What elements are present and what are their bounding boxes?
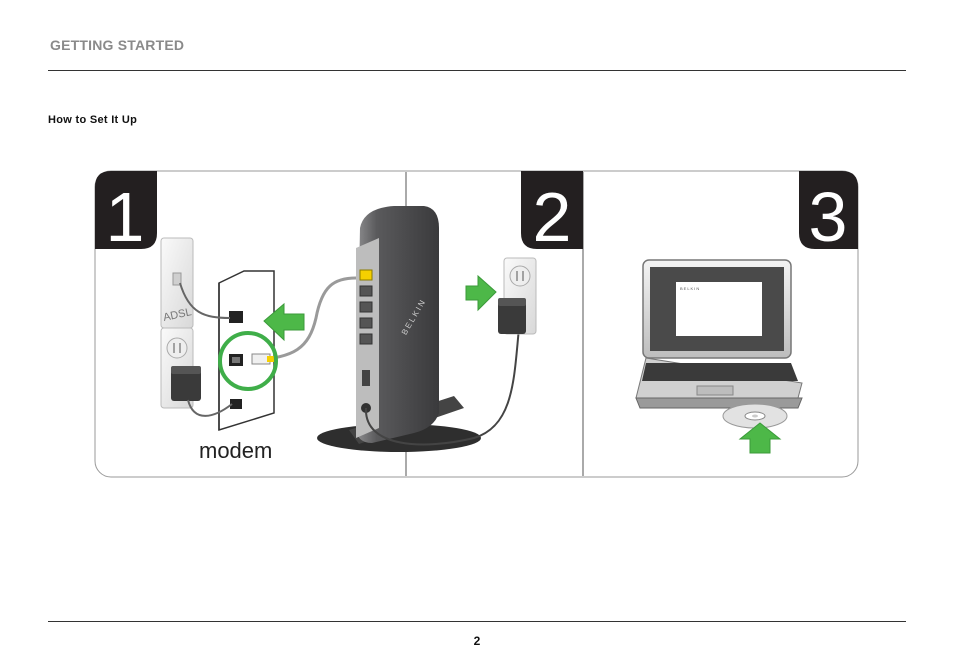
ethernet-cable [253,276,357,362]
step-number-2: 2 [533,178,572,256]
power-adapter-1 [171,366,201,401]
arrow-up-icon [738,422,782,454]
section-title: GETTING STARTED [50,37,185,53]
arrow-left-icon [263,302,305,342]
highlight-ring [218,331,278,391]
ethernet-plug [251,353,275,365]
step-number-3: 3 [809,178,848,256]
modem-device [218,270,275,432]
modem-label: modem [199,438,272,463]
adsl-wall-plate: ADSL [160,237,194,329]
step-badge-1: 1 [95,171,157,256]
cd-disc [722,403,788,429]
bottom-divider [48,621,906,622]
page-number: 2 [473,634,481,648]
subheading: How to Set It Up [48,114,138,126]
top-divider [48,70,906,71]
step-badge-3: 3 [799,171,858,256]
power-adapter-2 [498,298,526,334]
power-cable-1 [187,399,233,417]
step-number-1: 1 [106,178,145,256]
adsl-cable [179,282,231,319]
laptop-device: BELKIN [635,259,803,409]
power-cable-2 [364,327,520,446]
arrow-right-icon [465,274,497,312]
router-device: BELKIN [317,206,481,452]
step-badge-2: 2 [521,171,583,256]
setup-illustration: 1 2 3 ADSL modem [94,170,859,478]
adsl-label: ADSL [162,306,193,324]
screen-brand: BELKIN [680,286,700,291]
